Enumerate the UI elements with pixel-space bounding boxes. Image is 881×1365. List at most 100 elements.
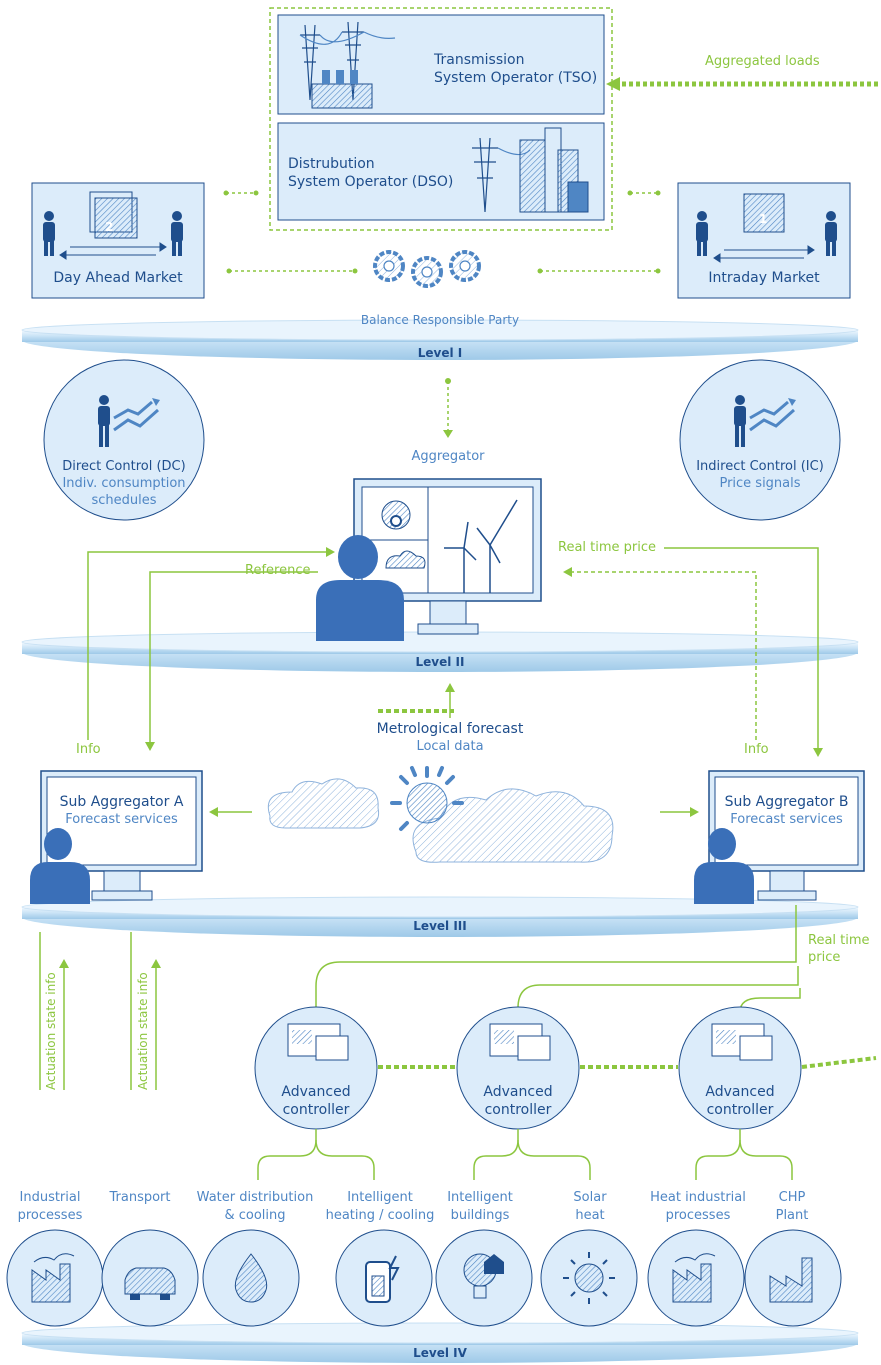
person-with-trend-icon (734, 395, 796, 447)
level1-to-aggregator-link (443, 378, 453, 438)
substation-icon (311, 70, 373, 109)
sub-aggregator-b-title: Sub Aggregator B (724, 794, 849, 810)
person-with-trend-icon (98, 395, 160, 447)
controller-branches (257, 1129, 793, 1180)
indirect-control-title: Indirect Control (IC) (696, 459, 824, 474)
info-reference-links (87, 547, 819, 748)
controller-1-line2: controller (282, 1102, 350, 1118)
aggregated-loads-label: Aggregated loads (705, 54, 820, 69)
consumer-0-line2: processes (17, 1208, 83, 1223)
transmission-pylon-icon (299, 21, 396, 101)
day-ahead-calendar-number: 2 (105, 220, 114, 234)
info-right-label: Info (744, 742, 769, 757)
trade-arrows-icon (59, 242, 167, 260)
consumer-1-line1: Transport (109, 1190, 171, 1205)
indirect-control-circle (679, 359, 841, 521)
tso-label-line2: System Operator (TSO) (434, 70, 598, 86)
gears-icon (373, 250, 481, 288)
direct-control-circle (43, 359, 205, 521)
controller-2-line1: Advanced (483, 1084, 553, 1100)
controller-2-line2: controller (484, 1102, 552, 1118)
sub-aggregator-a-label: Sub Aggregator A Forecast services (47, 793, 196, 829)
consumer-5-line1: Solar (573, 1190, 607, 1205)
controller-link-external (801, 1056, 877, 1069)
weather-clouds-icon (267, 778, 614, 863)
wind-turbine-icon (444, 499, 518, 593)
aggregator-label: Aggregator (411, 449, 485, 464)
consumer-label: Solar heat (554, 1189, 626, 1225)
factory-icon (672, 1253, 716, 1303)
consumer-label: Water distribution & cooling (188, 1189, 322, 1225)
consumer-5-line2: heat (575, 1208, 605, 1223)
tso-label-line1: Transmission (434, 52, 525, 68)
advanced-controller-2-label: Advanced controller (468, 1083, 568, 1119)
consumer-3-line1: Intelligent (347, 1190, 413, 1205)
calendar-icon (89, 191, 138, 239)
advanced-controller-1-label: Advanced controller (266, 1083, 366, 1119)
direct-control-title: Direct Control (DC) (62, 459, 186, 474)
consumer-4-line1: Intelligent (447, 1190, 513, 1205)
brp-label: Balance Responsible Party (360, 313, 520, 327)
trader-person-icon (696, 211, 837, 256)
consumer-label: Industrial processes (5, 1189, 95, 1225)
real-time-price-label: Real time price (558, 540, 657, 555)
weather-sensor-icon (381, 500, 411, 530)
actuation-lines (39, 932, 161, 1090)
sub-aggregator-a-title: Sub Aggregator A (59, 794, 184, 810)
real-time-price-level3-label: Real time price (808, 932, 870, 966)
real-time-price-line2: price (808, 950, 841, 965)
advanced-controller-3-label: Advanced controller (690, 1083, 790, 1119)
level-2-label: Level II (415, 655, 465, 669)
controller-3-line1: Advanced (705, 1084, 775, 1100)
consumer-3-line2: heating / cooling (325, 1208, 435, 1223)
sub-aggregator-person-icon (694, 828, 754, 904)
link-arrowheads (145, 547, 823, 757)
consumer-4-line2: buildings (450, 1208, 510, 1223)
actuation-label-1: Actuation state info (44, 972, 58, 1090)
dso-label-line1: Distrubution (288, 156, 375, 172)
indirect-control-sub: Price signals (719, 476, 801, 491)
factory-icon (31, 1253, 75, 1303)
solar-sun-icon (563, 1252, 615, 1304)
plant-icon (769, 1257, 813, 1303)
forecast-distribution-arrows (209, 807, 699, 817)
real-time-price-line1: Real time (808, 933, 870, 948)
level-2-disc (21, 631, 859, 672)
car-icon (124, 1267, 176, 1300)
consumer-label: Transport (100, 1189, 180, 1207)
reference-label: Reference (245, 563, 311, 578)
direct-control-label: Direct Control (DC) Indiv. consumption s… (44, 458, 204, 509)
direct-control-sub1: Indiv. consumption (62, 476, 186, 491)
metrological-forecast-title: Metrological forecast (376, 721, 524, 737)
trade-arrows-icon (713, 245, 815, 263)
calendar-icon (743, 193, 785, 233)
actuation-label-2: Actuation state info (136, 972, 150, 1090)
metrological-forecast-label: Metrological forecast Local data (360, 720, 540, 756)
consumer-label: Intelligent heating / cooling (322, 1189, 438, 1225)
level-3-label: Level III (413, 919, 467, 933)
cloud-icon (385, 550, 426, 569)
consumer-6-line2: processes (665, 1208, 731, 1223)
controller-screen-icon (287, 1023, 773, 1061)
level-4-label: Level IV (413, 1346, 467, 1360)
sub-aggregator-b-monitor (708, 770, 865, 901)
aggregated-loads-arrowhead (606, 77, 620, 91)
consumer-2-line1: Water distribution (196, 1190, 314, 1205)
controller-1-line1: Advanced (281, 1084, 351, 1100)
level-1-disc (21, 319, 859, 360)
direct-control-sub2: schedules (91, 493, 157, 508)
consumer-0-line1: Industrial (19, 1190, 81, 1205)
forecast-to-level2-arrow (445, 683, 455, 718)
controller-3-line2: controller (706, 1102, 774, 1118)
water-drop-icon (234, 1253, 268, 1303)
city-buildings-icon (519, 127, 589, 213)
aggregator-person-icon (316, 535, 404, 641)
indirect-control-label: Indirect Control (IC) Price signals (680, 458, 840, 492)
level-1-label: Level I (417, 346, 463, 360)
dso-label: Distrubution System Operator (DSO) (288, 155, 453, 191)
consumer-label: CHP Plant (762, 1189, 822, 1225)
consumer-label: Heat industrial processes (640, 1189, 756, 1225)
info-left-label: Info (76, 742, 101, 757)
market-operator-connectors (223, 190, 661, 274)
aggregator-monitor (353, 478, 542, 635)
